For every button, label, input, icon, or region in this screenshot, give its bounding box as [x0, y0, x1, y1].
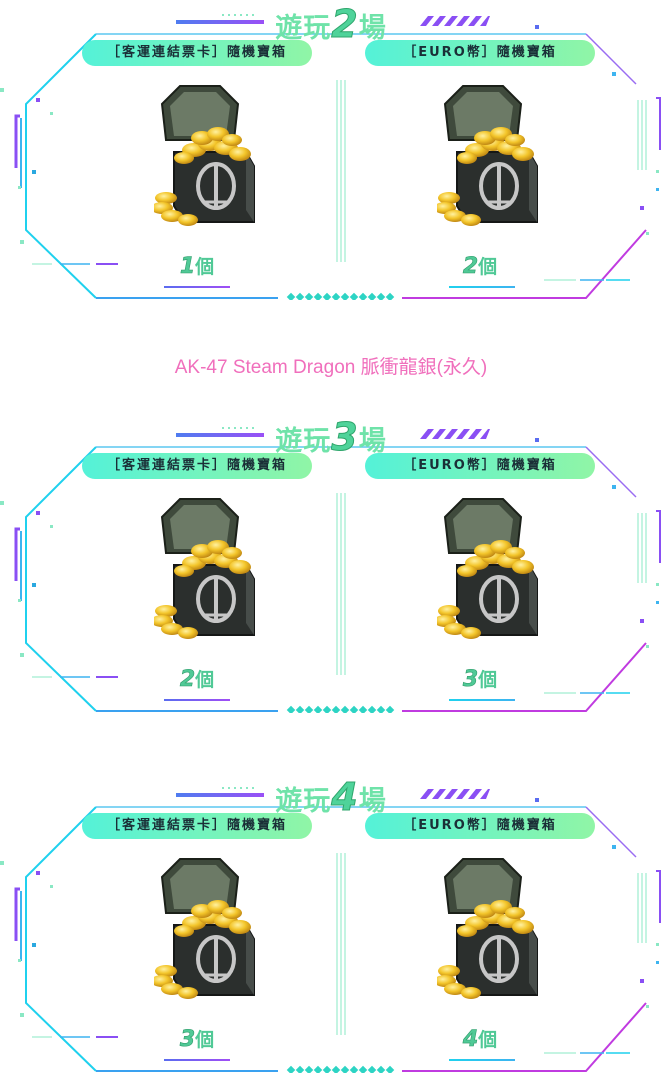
treasure-chest-icon	[437, 497, 539, 641]
box-quantity: 2個	[462, 254, 498, 280]
box-label: ［客運連結票卡］隨機寶箱	[82, 453, 312, 479]
quantity-underline	[449, 1059, 515, 1061]
reward-euro-coin-box: ［EURO幣］隨機寶箱 2個	[365, 40, 595, 300]
panel-title: 遊玩3場	[275, 415, 387, 460]
box-label: ［EURO幣］隨機寶箱	[365, 453, 595, 479]
quantity-underline	[164, 1059, 230, 1061]
grand-prize-text: AK-47 Steam Dragon 脈衝龍銀(永久)	[174, 357, 488, 378]
reward-euro-coin-box: ［EURO幣］隨機寶箱 3個	[365, 453, 595, 713]
panel-title: 遊玩4場	[275, 775, 387, 820]
reward-transit-card-box: ［客運連結票卡］隨機寶箱 1個	[82, 40, 312, 300]
quantity-underline	[449, 286, 515, 288]
box-quantity: 4個	[462, 1027, 498, 1053]
box-quantity: 2個	[179, 667, 215, 693]
reward-panel-2-games: 遊玩2場 ［客運連結票卡］隨機寶箱 1個 ［EURO幣］隨機寶箱 2個	[0, 0, 662, 300]
box-quantity: 3個	[462, 667, 498, 693]
box-label: ［客運連結票卡］隨機寶箱	[82, 813, 312, 839]
panel-title: 遊玩2場	[275, 2, 387, 47]
quantity-underline	[164, 286, 230, 288]
reward-panel-3-games: 遊玩3場 ［客運連結票卡］隨機寶箱 2個 ［EURO幣］隨機寶箱 3個	[0, 413, 662, 713]
reward-euro-coin-box: ［EURO幣］隨機寶箱 4個	[365, 813, 595, 1073]
box-label: ［EURO幣］隨機寶箱	[365, 813, 595, 839]
treasure-chest-icon	[437, 84, 539, 228]
box-quantity: 1個	[179, 254, 215, 280]
quantity-underline	[164, 699, 230, 701]
reward-transit-card-box: ［客運連結票卡］隨機寶箱 2個	[82, 453, 312, 713]
treasure-chest-icon	[154, 84, 256, 228]
treasure-chest-icon	[437, 857, 539, 1001]
reward-panel-4-games: 遊玩4場 ［客運連結票卡］隨機寶箱 3個 ［EURO幣］隨機寶箱 4個	[0, 773, 662, 1073]
treasure-chest-icon	[154, 497, 256, 641]
quantity-underline	[449, 699, 515, 701]
box-label: ［客運連結票卡］隨機寶箱	[82, 40, 312, 66]
reward-transit-card-box: ［客運連結票卡］隨機寶箱 3個	[82, 813, 312, 1073]
box-label: ［EURO幣］隨機寶箱	[365, 40, 595, 66]
box-quantity: 3個	[179, 1027, 215, 1053]
treasure-chest-icon	[154, 857, 256, 1001]
